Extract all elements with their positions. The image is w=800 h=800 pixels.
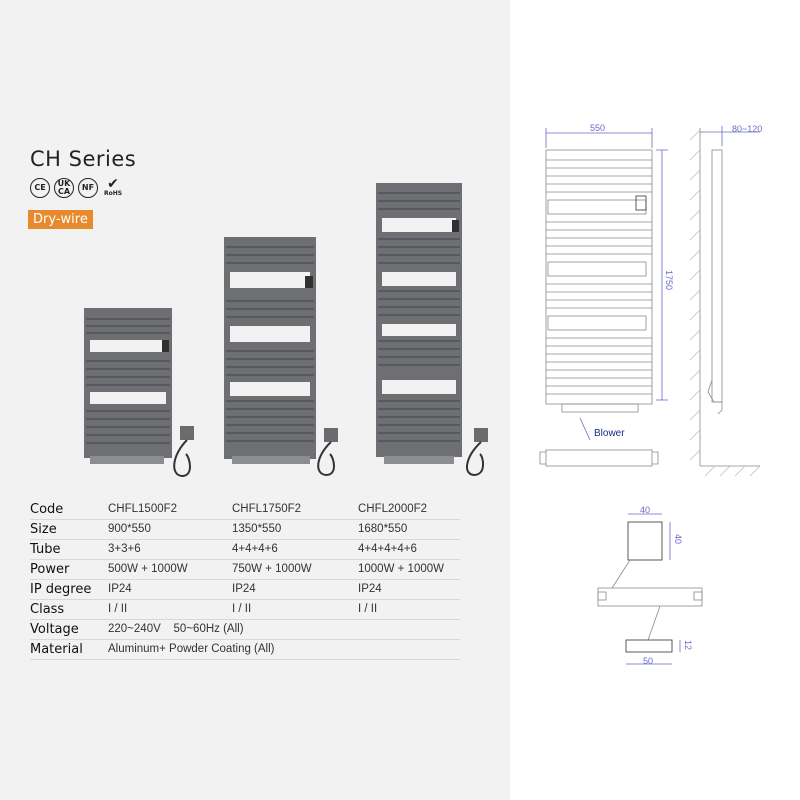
spec-value: 1000W + 1000W <box>358 563 444 575</box>
spec-label: Code <box>30 502 64 517</box>
spec-value: I / II <box>108 603 128 615</box>
spec-label: Size <box>30 522 57 537</box>
spec-row-size: Size 900*550 1350*550 1680*550 <box>30 520 460 540</box>
spec-row-voltage: Voltage 220~240V 50~60Hz (All) <box>30 620 460 640</box>
rohs-label: RoHS <box>103 190 123 197</box>
rohs-mark-icon: ✔ RoHS <box>103 176 123 197</box>
spec-table: Code CHFL1500F2 CHFL1750F2 CHFL2000F2 Si… <box>30 500 460 660</box>
spec-value: 220~240V 50~60Hz (All) <box>108 623 244 635</box>
detail-bottom-side-dimension: 12 <box>683 640 693 651</box>
nf-mark-icon: NF <box>78 178 98 198</box>
spec-row-power: Power 500W + 1000W 750W + 1000W 1000W + … <box>30 560 460 580</box>
detail-bottom-dimension: 50 <box>643 656 654 666</box>
spec-row-ip-degree: IP degree IP24 IP24 IP24 <box>30 580 460 600</box>
spec-value: 1680*550 <box>358 523 408 535</box>
width-dimension: 550 <box>590 123 606 133</box>
spec-label: IP degree <box>30 582 92 597</box>
blower-label: Blower <box>594 428 625 439</box>
spec-row-class: Class I / II I / II I / II <box>30 600 460 620</box>
side-view-drawing <box>689 126 761 477</box>
certification-icons: CE UK CA NF ✔ RoHS <box>30 176 124 198</box>
spec-value: 900*550 <box>108 523 151 535</box>
spec-value: 4+4+4+6 <box>232 543 278 555</box>
spec-value: 3+3+6 <box>108 543 141 555</box>
spec-label: Material <box>30 642 83 657</box>
detail-drawings <box>597 513 703 665</box>
height-dimension: 1750 <box>664 270 674 291</box>
spec-label: Class <box>30 602 65 617</box>
spec-value: I / II <box>358 603 378 615</box>
radiator-medium <box>224 237 338 477</box>
spec-value: CHFL1750F2 <box>232 503 302 515</box>
radiator-small <box>84 308 194 478</box>
radiator-large <box>376 183 488 477</box>
spec-label: Power <box>30 562 70 577</box>
spec-row-code: Code CHFL1500F2 CHFL1750F2 CHFL2000F2 <box>30 500 460 520</box>
spec-row-tube: Tube 3+3+6 4+4+4+6 4+4+4+4+6 <box>30 540 460 560</box>
spec-row-material: Material Aluminum+ Powder Coating (All) <box>30 640 460 660</box>
detail-side-dimension: 40 <box>673 534 683 545</box>
front-view-drawing <box>539 128 668 467</box>
spec-value: IP24 <box>232 583 256 595</box>
spec-value: I / II <box>232 603 252 615</box>
spec-value: Aluminum+ Powder Coating (All) <box>108 643 275 655</box>
detail-top-dimension: 40 <box>640 505 651 515</box>
spec-value: 4+4+4+4+6 <box>358 543 417 555</box>
ukca-mark-icon: UK CA <box>54 178 74 198</box>
spec-value: IP24 <box>358 583 382 595</box>
spec-value: 1350*550 <box>232 523 282 535</box>
ce-mark-icon: CE <box>30 178 50 198</box>
spec-value: 500W + 1000W <box>108 563 188 575</box>
spec-label: Tube <box>30 542 61 557</box>
spec-label: Voltage <box>30 622 79 637</box>
spec-value: 750W + 1000W <box>232 563 312 575</box>
depth-dimension: 80~120 <box>732 124 763 134</box>
dry-wire-badge: Dry-wire <box>28 210 93 229</box>
series-title: CH Series <box>30 147 137 171</box>
spec-value: CHFL2000F2 <box>358 503 428 515</box>
spec-value: IP24 <box>108 583 132 595</box>
spec-value: CHFL1500F2 <box>108 503 178 515</box>
